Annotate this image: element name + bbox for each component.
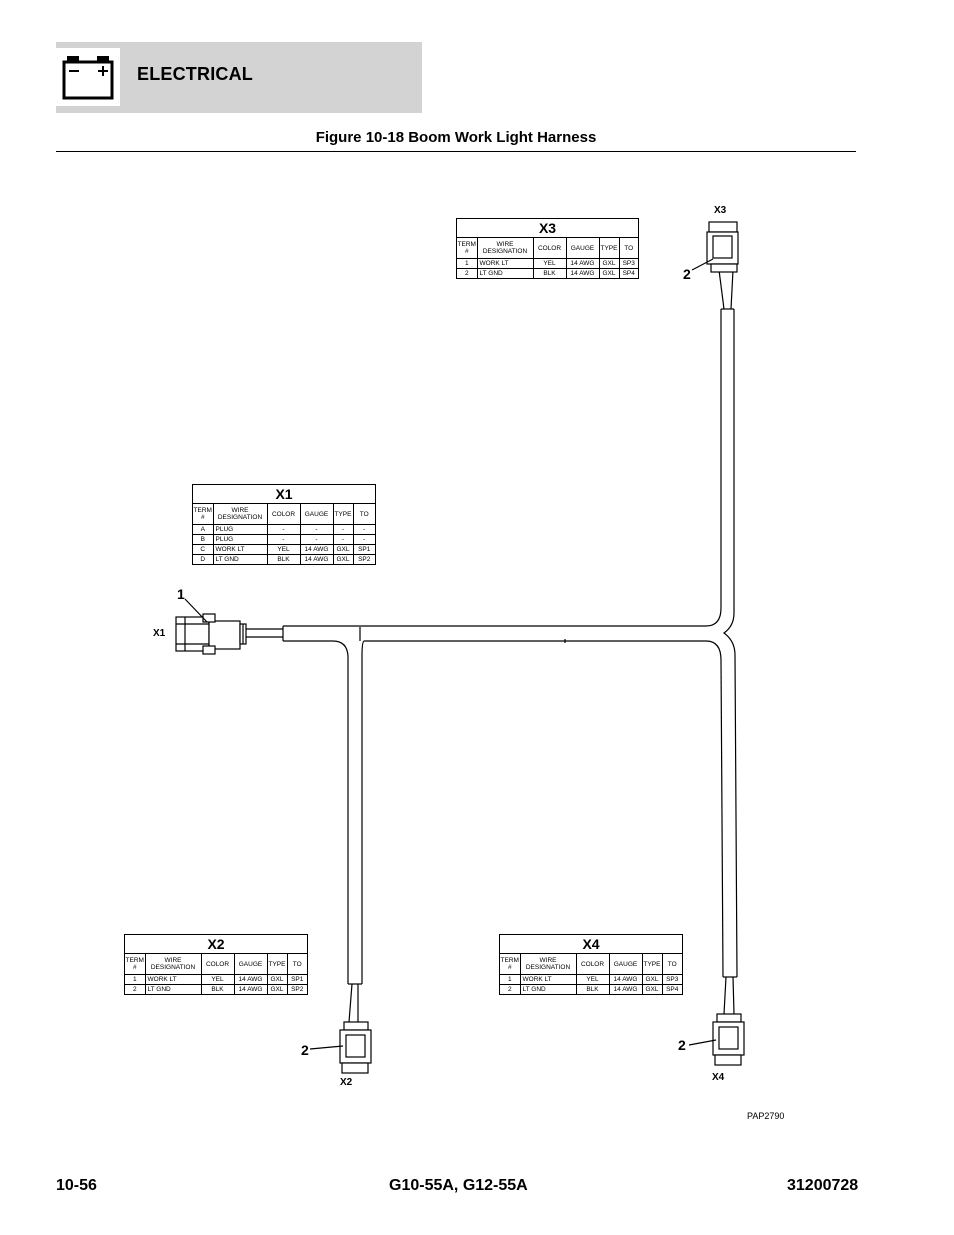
col-wire-designation: WIRE DESIGNATION [519,954,577,975]
col-term: TERM # [500,954,521,975]
x1-connector-table: X1 TERM # WIRE DESIGNATION COLOR GAUGE T… [192,484,376,565]
x3-connector-label: X3 [714,205,727,216]
table-row: 2 LT GND BLK 14 AWG GXL SP4 [457,268,638,278]
x2-item-2-leader [309,1045,344,1050]
x4-item-2-leader [688,1039,717,1046]
table-row: C WORK LT YEL 14 AWG GXL SP1 [193,544,375,555]
x3-item-2-leader [691,258,714,271]
section-title: ELECTRICAL [137,64,253,84]
x4-item-callout: 2 [678,1037,686,1053]
document-number: 31200728 [787,1177,859,1194]
col-gauge: GAUGE [565,238,600,259]
table-title: X1 [193,485,375,504]
table-row: 1 WORK LT YEL 14 AWG GXL SP3 [500,974,682,985]
col-wire-designation: WIRE DESIGNATION [476,238,534,259]
x4-connector-label: X4 [712,1072,725,1083]
col-term: TERM # [125,954,146,975]
x4-connector [712,1013,745,1066]
col-to: TO [352,504,375,525]
table-row: A PLUG - - - - [193,524,375,535]
x1-connector-label: X1 [153,628,166,639]
table-row: 2 LT GND BLK 14 AWG GXL SP2 [125,984,307,994]
col-term: TERM # [457,238,478,259]
x2-item-callout: 2 [301,1042,309,1058]
col-gauge: GAUGE [233,954,268,975]
table-title: X2 [125,935,307,954]
table-row: 1 WORK LT YEL 14 AWG GXL SP1 [125,974,307,985]
col-wire-designation: WIRE DESIGNATION [144,954,202,975]
col-color: COLOR [200,954,235,975]
x2-branch-wire [332,640,365,1023]
col-to: TO [286,954,307,975]
x2-connector-table: X2 TERM # WIRE DESIGNATION COLOR GAUGE T… [124,934,308,995]
col-gauge: GAUGE [299,504,334,525]
col-wire-designation: WIRE DESIGNATION [212,504,268,525]
x4-connector-table: X4 TERM # WIRE DESIGNATION COLOR GAUGE T… [499,934,683,995]
x1-item-callout: 1 [177,586,185,602]
col-gauge: GAUGE [608,954,643,975]
item-1-leader [184,598,208,623]
col-to: TO [618,238,638,259]
col-term: TERM # [193,504,214,525]
drawing-id: PAP2790 [747,1111,785,1121]
title-rule [56,151,856,152]
col-color: COLOR [575,954,610,975]
x3-connector [706,221,739,273]
figure-title: Figure 10-18 Boom Work Light Harness [315,129,597,146]
x3-item-callout: 2 [683,266,691,282]
table-row: B PLUG - - - - [193,534,375,545]
model-numbers: G10-55A, G12-55A [389,1177,528,1194]
x1-connector [175,613,247,655]
x3-connector-table: X3 TERM # WIRE DESIGNATION COLOR GAUGE T… [456,218,639,279]
main-trunk-wire [282,625,706,643]
table-row: 2 LT GND BLK 14 AWG GXL SP4 [500,984,682,994]
col-to: TO [661,954,682,975]
battery-icon [56,48,120,106]
col-color: COLOR [266,504,301,525]
table-title: X4 [500,935,682,954]
table-row: D LT GND BLK 14 AWG GXL SP2 [193,554,375,564]
col-color: COLOR [532,238,567,259]
col-type: TYPE [641,954,663,975]
table-row: 1 WORK LT YEL 14 AWG GXL SP3 [457,258,638,269]
page-number: 10-56 [56,1177,97,1194]
col-type: TYPE [598,238,620,259]
x2-connector [339,1021,372,1074]
x1-pigtail-wire [246,628,283,638]
col-type: TYPE [332,504,354,525]
x3-x4-branch-wire [705,269,738,1015]
table-title: X3 [457,219,638,238]
col-type: TYPE [266,954,288,975]
x2-connector-label: X2 [340,1077,353,1088]
